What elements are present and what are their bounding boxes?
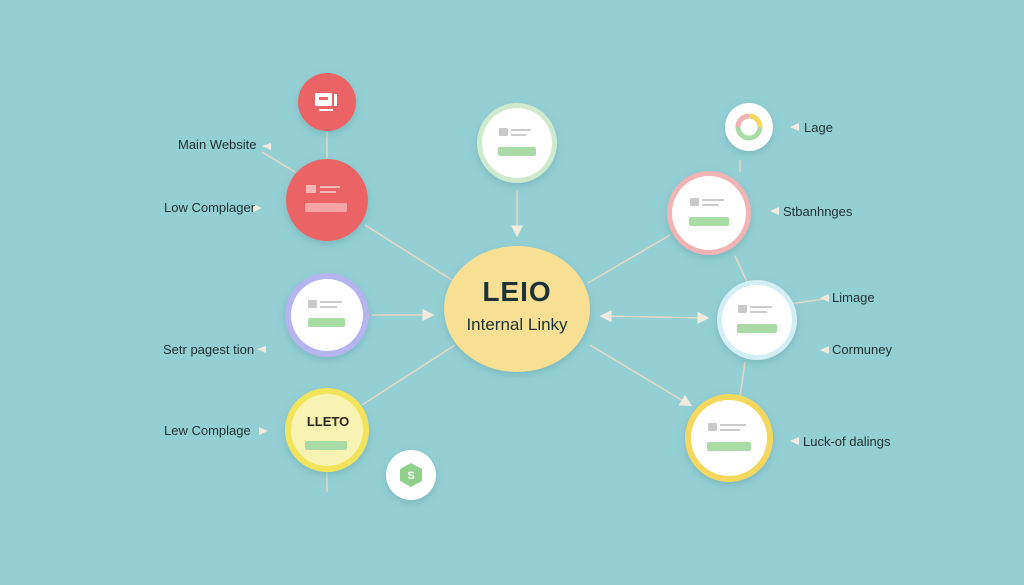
page-card-icon [707, 423, 751, 451]
page-card-icon [308, 300, 345, 327]
svg-text:S: S [407, 470, 414, 482]
page-card-icon [498, 128, 536, 156]
small-red-node[interactable] [298, 73, 356, 131]
connector-center-blue [599, 310, 710, 324]
connector-label-main [261, 151, 296, 173]
donut-chart-icon [735, 113, 763, 141]
pointer-setr [257, 346, 266, 353]
connector-red-center [364, 224, 453, 281]
page-card-bar [305, 441, 347, 450]
page-card-icon [737, 305, 777, 333]
purple-page-node[interactable] [285, 273, 369, 357]
label-lage: Lage [804, 120, 833, 135]
label-low-complager: Low Complager [164, 200, 256, 215]
yellow-page-node[interactable] [285, 388, 369, 472]
connector-pink-blue [734, 255, 748, 283]
yellow-node-text: LLETO [306, 414, 350, 429]
blue-page-node[interactable] [717, 280, 797, 360]
pointer-main-website [262, 143, 271, 150]
gold-page-node[interactable] [685, 394, 773, 482]
pointer-lage [790, 123, 799, 131]
connector-blue-gold [739, 361, 746, 397]
small-green-node[interactable]: S [386, 450, 436, 500]
label-limage: Limage [832, 290, 875, 305]
small-donut-node[interactable] [725, 103, 773, 151]
label-setr-pagest-tion: Setr pagest tion [163, 342, 255, 357]
hexagon-icon: S [400, 463, 422, 487]
center-title: LEIO [482, 276, 552, 307]
pointer-cormuney [820, 346, 829, 354]
connector-yellow-center [361, 344, 456, 406]
label-stbanhnges: Stbanhnges [783, 204, 853, 219]
pointer-stbanhnges [770, 207, 779, 215]
top-page-node[interactable] [477, 103, 557, 183]
connector-center-gold [589, 344, 693, 407]
connector-center-pink [587, 234, 671, 284]
label-lew-complage: Lew Complage [164, 423, 251, 438]
page-card-icon [689, 198, 729, 226]
page-card-icon [305, 185, 347, 212]
monitor-icon [315, 93, 337, 111]
pointer-limage [820, 294, 829, 302]
center-subtitle: Internal Linky [466, 315, 568, 334]
label-main-website: Main Website [178, 137, 257, 152]
label-cormuney: Cormuney [832, 342, 892, 357]
label-pointers [253, 123, 829, 445]
pointer-lew-complage [259, 427, 268, 435]
pointer-luck [790, 437, 799, 445]
center-node[interactable] [444, 246, 590, 372]
label-luck-of-dalings: Luck-of dalings [803, 434, 891, 449]
pointer-low-complager [253, 204, 262, 212]
pink-page-node[interactable] [667, 171, 751, 255]
red-page-node[interactable] [286, 159, 368, 241]
